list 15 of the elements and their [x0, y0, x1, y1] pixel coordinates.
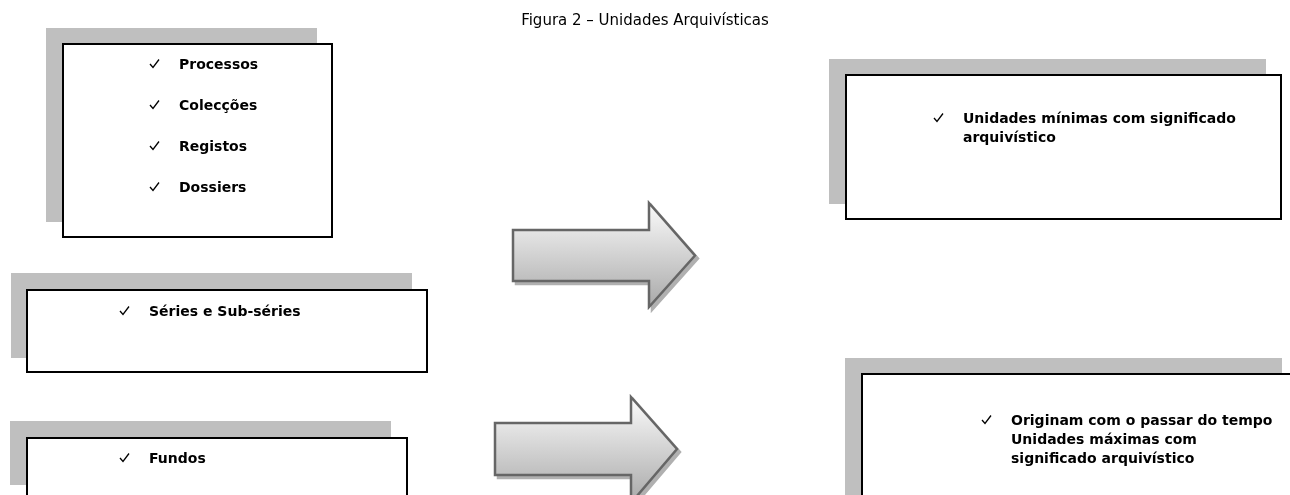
item-text: Unidades máximas com significado arquivístico	[1011, 430, 1198, 468]
item-text: Fundos	[149, 449, 206, 468]
text-box	[62, 43, 333, 238]
text-box	[861, 373, 1290, 495]
figure-title: Figura 2 – Unidades Arquivísticas	[520, 10, 770, 31]
item-text: Processos	[179, 55, 259, 74]
item-text: Colecções	[179, 96, 258, 115]
item-text: Registos	[179, 137, 248, 156]
text-box	[845, 74, 1282, 220]
item-text: Originam com o passar do tempo	[1011, 411, 1273, 430]
text-box	[26, 289, 428, 373]
item-text: Unidades mínimas com significado arquivístico	[963, 109, 1237, 147]
text-box	[26, 437, 408, 495]
item-text: Dossiers	[179, 178, 247, 197]
item-text: Séries e Sub-séries	[149, 302, 301, 321]
